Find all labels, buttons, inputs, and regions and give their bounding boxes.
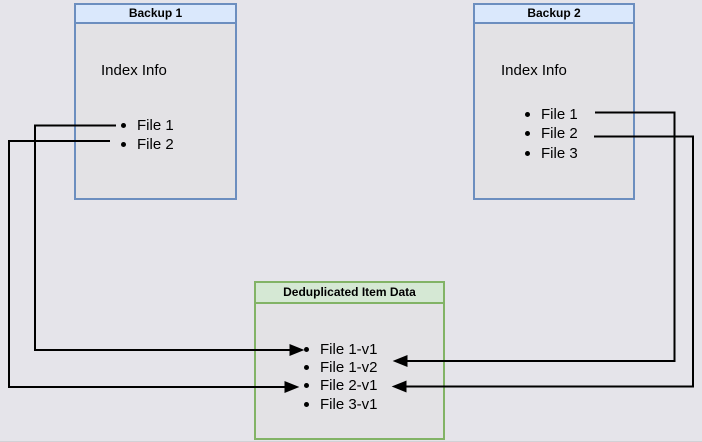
file-label: File 2 <box>541 125 578 143</box>
file-label: File 1-v2 <box>320 358 378 376</box>
bullet-icon <box>121 142 126 147</box>
list-item: File 2 <box>121 135 174 154</box>
backup2-subtitle: Index Info <box>501 62 567 79</box>
list-item: File 1 <box>121 116 174 135</box>
bullet-icon <box>525 112 530 118</box>
backup2-file-list: File 1 File 2 File 3 <box>525 105 578 163</box>
bullet-icon <box>304 401 309 407</box>
file-label: File 1 <box>541 106 578 124</box>
bullet-icon <box>525 131 530 137</box>
bullet-icon <box>304 383 309 389</box>
list-item: File 1-v2 <box>304 358 378 376</box>
dedup-title: Deduplicated Item Data <box>256 283 443 304</box>
backup1-box: Backup 1 Index Info File 1 File 2 <box>74 3 237 200</box>
list-item: File 2 <box>525 124 578 143</box>
list-item: File 1 <box>525 105 578 124</box>
list-item: File 2-v1 <box>304 377 378 395</box>
backup1-file-list: File 1 File 2 <box>121 116 174 154</box>
backup1-subtitle: Index Info <box>101 62 167 79</box>
file-label: File 1-v1 <box>320 340 378 358</box>
backup1-title: Backup 1 <box>76 5 235 24</box>
list-item: File 3-v1 <box>304 395 378 413</box>
file-label: File 3 <box>541 144 578 162</box>
file-label: File 1 <box>137 117 174 134</box>
backup2-title: Backup 2 <box>475 5 633 24</box>
list-item: File 3 <box>525 144 578 163</box>
bullet-icon <box>304 346 309 352</box>
file-label: File 2 <box>137 136 174 153</box>
dedup-file-list: File 1-v1 File 1-v2 File 2-v1 File 3-v1 <box>304 340 378 413</box>
list-item: File 1-v1 <box>304 340 378 358</box>
file-label: File 2-v1 <box>320 377 378 395</box>
backup2-box: Backup 2 Index Info File 1 File 2 File 3 <box>473 3 635 200</box>
file-label: File 3-v1 <box>320 395 378 413</box>
bullet-icon <box>304 364 309 370</box>
bullet-icon <box>121 123 126 128</box>
bullet-icon <box>525 150 530 156</box>
dedup-box: Deduplicated Item Data File 1-v1 File 1-… <box>254 281 445 440</box>
